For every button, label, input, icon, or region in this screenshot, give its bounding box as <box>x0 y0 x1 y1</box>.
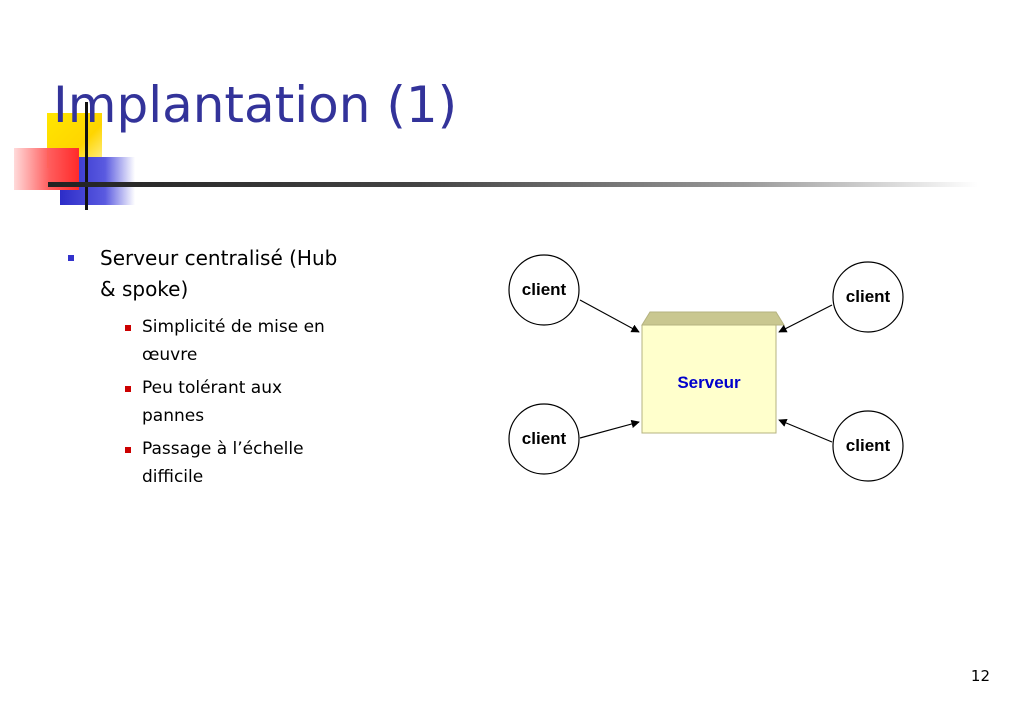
page-number: 12 <box>970 667 990 685</box>
sub-bullet-list: Simplicité de mise en œuvre Peu tolérant… <box>100 313 392 491</box>
sub-bullet-text-line2: pannes <box>142 406 205 426</box>
client-node-bottom-right: client <box>832 410 904 482</box>
server-node: Serveur <box>641 311 785 434</box>
client-label: client <box>522 280 567 299</box>
sub-bullet-text-line1: Peu tolérant aux <box>142 378 283 398</box>
client-node-bottom-left: client <box>508 403 580 475</box>
slide-title: Implantation (1) <box>53 76 458 134</box>
sub-bullet-item: Passage à l’échelle difficile <box>100 435 392 491</box>
sub-bullet-item: Simplicité de mise en œuvre <box>100 313 392 369</box>
bullet-item: Serveur centralisé (Hub & spoke) Simplic… <box>62 243 392 491</box>
arrow-client-bottom-right <box>778 419 833 443</box>
vertical-rule-decoration <box>85 102 88 210</box>
client-node-top-right: client <box>832 261 904 333</box>
hub-spoke-diagram: Serveur client client client client <box>508 254 904 482</box>
title-underline-rule <box>48 182 978 187</box>
sub-bullet-item: Peu tolérant aux pannes <box>100 374 392 430</box>
server-box <box>641 324 777 434</box>
sub-bullet-text-line1: Simplicité de mise en <box>142 317 325 337</box>
server-label: Serveur <box>677 373 741 392</box>
sub-bullet-marker <box>125 325 131 331</box>
client-label: client <box>522 429 567 448</box>
client-node-top-left: client <box>508 254 580 326</box>
sub-bullet-marker <box>125 386 131 392</box>
sub-bullet-text-line2: œuvre <box>142 345 198 365</box>
client-circle <box>832 261 904 333</box>
bullet-list: Serveur centralisé (Hub & spoke) Simplic… <box>62 243 392 496</box>
bullet-marker <box>68 255 74 261</box>
sub-bullet-text-line2: difficile <box>142 467 204 487</box>
client-circle <box>832 410 904 482</box>
bullet-text-line2: & spoke) <box>100 277 189 301</box>
client-circle <box>508 254 580 326</box>
sub-bullet-text-line1: Passage à l’échelle <box>142 439 304 459</box>
arrow-client-top-right <box>778 304 833 333</box>
server-box-top <box>641 311 785 326</box>
client-circle <box>508 403 580 475</box>
arrow-client-top-left <box>579 299 640 333</box>
bullet-text-line1: Serveur centralisé (Hub <box>100 246 338 270</box>
client-label: client <box>846 436 891 455</box>
sub-bullet-marker <box>125 447 131 453</box>
arrow-client-bottom-left <box>579 419 640 439</box>
client-label: client <box>846 287 891 306</box>
